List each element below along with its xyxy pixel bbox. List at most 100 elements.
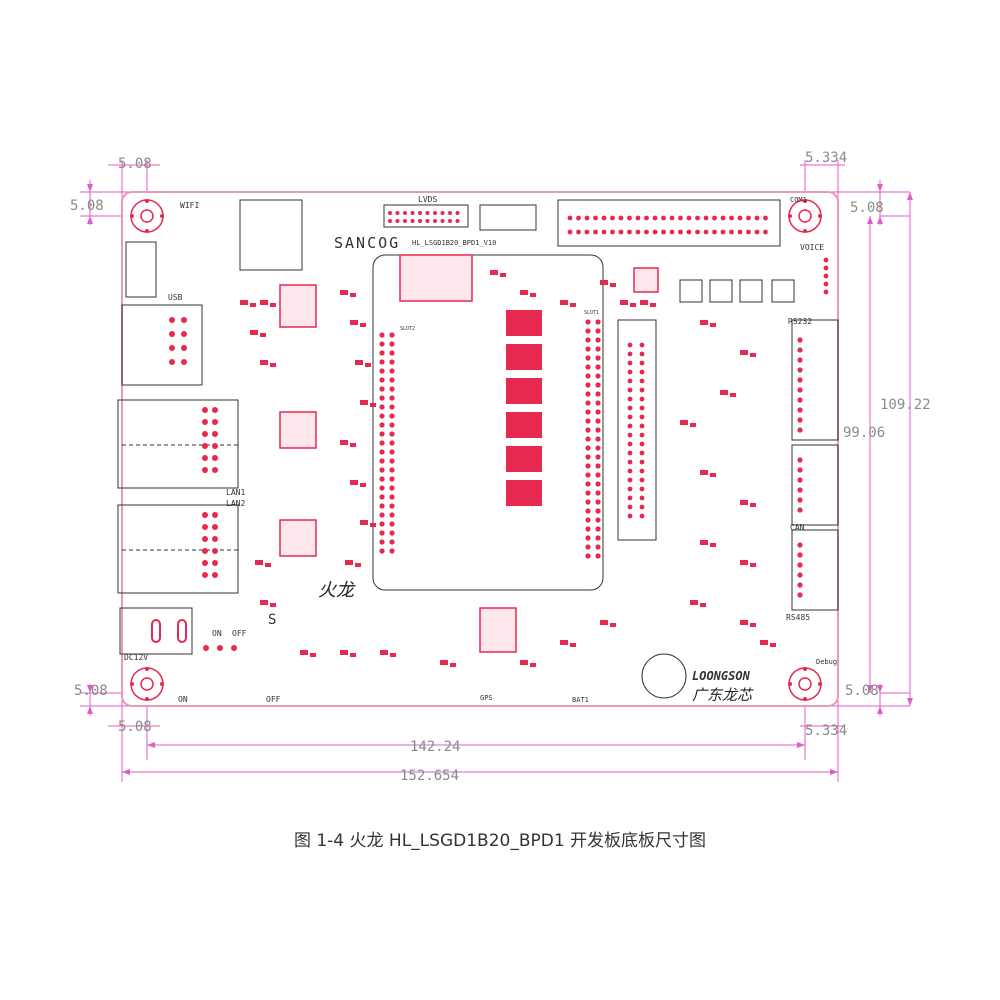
smd-pad [600, 620, 608, 625]
pad [593, 215, 598, 221]
lan1-connector [117, 399, 239, 489]
chips [279, 254, 659, 653]
pad [585, 490, 591, 496]
pad [231, 645, 237, 651]
smd-pad [740, 620, 748, 625]
pad [635, 229, 641, 235]
pad [797, 377, 803, 383]
regulator-chip [479, 607, 517, 653]
pad [754, 215, 760, 221]
label-gps: GPS [480, 694, 493, 702]
pad [639, 441, 645, 447]
smd-pad [520, 290, 528, 295]
label-lan1: LAN1 [226, 488, 245, 497]
pad [379, 485, 385, 491]
pad [595, 445, 601, 451]
usb-connector [121, 304, 203, 386]
pad [797, 582, 803, 588]
pad [585, 427, 591, 433]
mounting-hole-vias [130, 199, 822, 701]
pad [595, 418, 601, 424]
pad [389, 386, 395, 392]
smd-pad [530, 663, 536, 667]
smd-pad [700, 320, 708, 325]
pad [797, 477, 803, 483]
pad [379, 440, 385, 446]
pad [652, 215, 658, 221]
usb-header [125, 241, 157, 298]
pad [585, 355, 591, 361]
pad [639, 360, 645, 366]
board-outlines [239, 199, 839, 699]
smd-pad [620, 300, 628, 305]
wifi-module [239, 199, 303, 271]
pad [448, 219, 452, 223]
smd-pad [680, 420, 688, 425]
smd-pad [760, 640, 768, 645]
dim-right-bottom-height: 5.08 [845, 683, 879, 699]
pad [695, 229, 700, 235]
pad [584, 229, 590, 235]
pad [212, 548, 218, 554]
pad [627, 459, 633, 465]
pad [661, 229, 666, 235]
pad [202, 548, 208, 554]
dim-left-bottom-width: 5.08 [118, 719, 152, 735]
label-debug: Debug [816, 658, 837, 666]
pad [212, 572, 218, 578]
pad [585, 481, 591, 487]
pad [202, 431, 208, 437]
pad [652, 229, 658, 235]
pad [389, 359, 395, 365]
mini-connector [479, 204, 537, 231]
dim-right-bottom-width: 5.334 [805, 723, 847, 739]
smd-pad [350, 293, 356, 297]
pad [797, 367, 803, 373]
pad [379, 404, 385, 410]
smd-pad [730, 393, 736, 397]
left-edge-connectors [117, 241, 239, 655]
pad [639, 423, 645, 429]
smd-pad [506, 344, 542, 370]
pad [585, 364, 591, 370]
pad [389, 422, 395, 428]
pad [703, 215, 709, 221]
pad [669, 215, 675, 221]
smd-pad [440, 660, 448, 665]
smd-pad [340, 440, 348, 445]
pad [639, 450, 645, 456]
pad [595, 526, 601, 532]
pad [379, 548, 385, 554]
pad [567, 229, 573, 235]
pad [639, 477, 645, 483]
smd-pad [360, 323, 366, 327]
pad [797, 507, 803, 513]
pad [595, 508, 601, 514]
lan2-connector [117, 504, 239, 594]
pad [203, 645, 209, 651]
pad [202, 560, 208, 566]
pad [585, 418, 591, 424]
smd-pad [530, 293, 536, 297]
pad [797, 467, 803, 473]
pad [729, 215, 734, 221]
pad [202, 572, 208, 578]
pad [595, 436, 601, 442]
pad [797, 562, 803, 568]
pad [389, 377, 395, 383]
pad [595, 391, 601, 397]
label-wifi: WIFI [180, 201, 199, 210]
smd-pad [610, 283, 616, 287]
pad [403, 219, 407, 223]
smd-pad [355, 563, 361, 567]
smd-pad [350, 320, 358, 325]
pad [379, 368, 385, 374]
pad [595, 364, 601, 370]
pad [627, 396, 633, 402]
smd-pad [560, 300, 568, 305]
pad [455, 219, 460, 223]
pad [212, 524, 218, 530]
smd-pad [690, 423, 696, 427]
pad [585, 454, 591, 460]
smd-pad [610, 623, 616, 627]
